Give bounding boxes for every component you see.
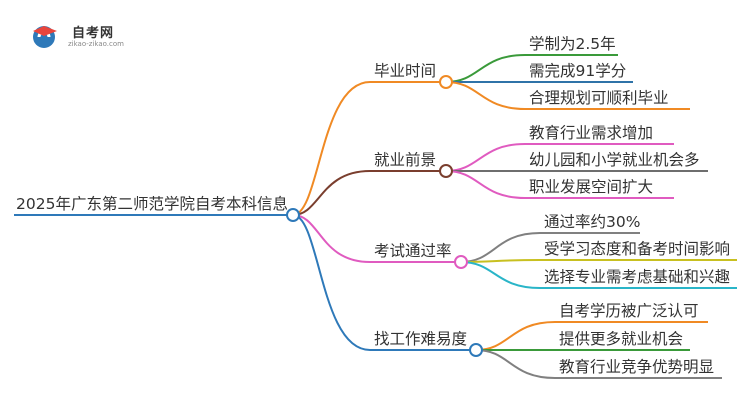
leaf-2-2-label: 幼儿园和小学就业机会多 bbox=[529, 151, 700, 169]
leaf-3-3-label: 选择专业需考虑基础和兴趣 bbox=[544, 268, 731, 286]
branch-1-node-circle bbox=[439, 75, 453, 89]
connector-root-branch-1 bbox=[292, 81, 446, 216]
graduation-cap-icon bbox=[33, 26, 57, 48]
branch-2-node-circle bbox=[439, 164, 453, 178]
root-node-circle bbox=[286, 208, 300, 222]
leaf-1-2-label: 需完成91学分 bbox=[529, 62, 627, 80]
connector-leaf-4-1 bbox=[475, 321, 708, 351]
connector-leaf-1-3 bbox=[445, 81, 690, 110]
leaf-4-3-label: 教育行业竞争优势明显 bbox=[559, 358, 715, 376]
logo-subtitle: zikao-zikao.com bbox=[68, 40, 124, 48]
branch-3-label: 考试通过率 bbox=[374, 242, 452, 260]
connector-leaf-2-3 bbox=[445, 170, 674, 199]
root-label: 2025年广东第二师范学院自考本科信息 bbox=[16, 195, 288, 213]
leaf-4-2-label: 提供更多就业机会 bbox=[559, 330, 684, 348]
connector-leaf-3-3 bbox=[460, 261, 737, 289]
branch-3-node-circle bbox=[454, 255, 468, 269]
branch-4-label: 找工作难易度 bbox=[374, 330, 468, 348]
leaf-1-3-label: 合理规划可顺利毕业 bbox=[529, 89, 669, 107]
connector-leaf-3-1 bbox=[460, 232, 640, 263]
connector-leaf-1-1 bbox=[445, 54, 618, 83]
site-logo: 自考网 zikao-zikao.com bbox=[30, 20, 150, 52]
branch-2-label: 就业前景 bbox=[374, 151, 437, 169]
branch-1-label: 毕业时间 bbox=[374, 62, 437, 80]
leaf-4-1-label: 自考学历被广泛认可 bbox=[559, 302, 699, 320]
leaf-2-1-label: 教育行业需求增加 bbox=[529, 124, 654, 142]
connector-leaf-3-2 bbox=[460, 259, 737, 263]
logo-title: 自考网 bbox=[72, 26, 115, 41]
leaf-2-3-label: 职业发展空间扩大 bbox=[529, 178, 654, 196]
leaf-1-1-label: 学制为2.5年 bbox=[529, 35, 616, 53]
connector-leaf-4-3 bbox=[475, 349, 722, 379]
connector-leaf-2-1 bbox=[445, 143, 674, 172]
connector-root-branch-4 bbox=[292, 214, 476, 351]
leaf-3-1-label: 通过率约30% bbox=[544, 213, 641, 231]
leaf-3-2-label: 受学习态度和备考时间影响 bbox=[544, 240, 731, 258]
connector-root-branch-3 bbox=[292, 214, 461, 263]
connector-root-branch-2 bbox=[292, 170, 446, 216]
branch-4-node-circle bbox=[469, 343, 483, 357]
